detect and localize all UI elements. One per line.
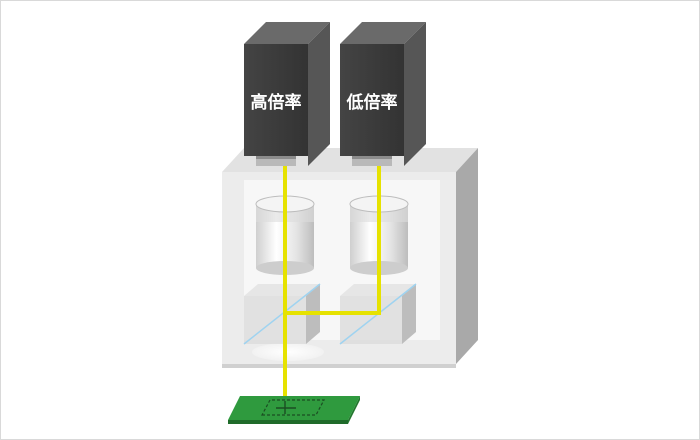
camera-high-mag: 高倍率 xyxy=(244,22,330,166)
pcb-board xyxy=(228,396,360,424)
camera-low-mag: 低倍率 xyxy=(340,22,426,166)
camera-label-low: 低倍率 xyxy=(346,92,398,113)
prism-cube-left xyxy=(243,283,321,345)
light-spot xyxy=(252,343,324,361)
camera-label-high: 高倍率 xyxy=(251,92,302,113)
light-beams xyxy=(283,162,381,404)
prism-cube-right xyxy=(339,283,417,345)
